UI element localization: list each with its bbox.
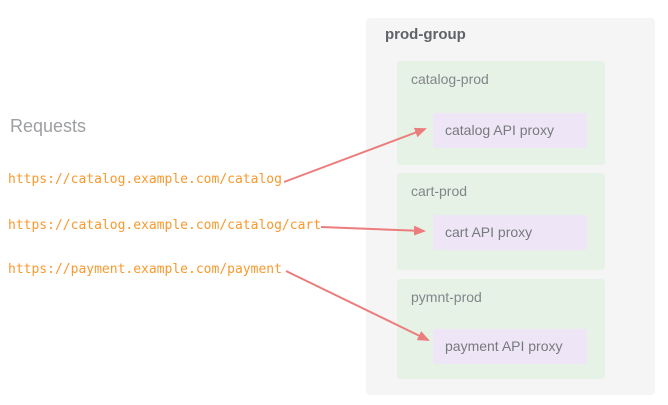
env-label-cart-prod: cart-prod [411, 183, 468, 199]
proxy-box-catalog-api: catalog API proxy [433, 113, 587, 148]
env-box-pymnt-prod: pymnt-prod payment API proxy [397, 279, 605, 379]
env-label-pymnt-prod: pymnt-prod [411, 289, 482, 305]
request-url-catalog-cart: https://catalog.example.com/catalog/cart [8, 218, 322, 233]
prod-group-container: prod-group catalog-prod catalog API prox… [366, 18, 655, 395]
request-url-payment: https://payment.example.com/payment [8, 262, 282, 277]
requests-heading: Requests [10, 116, 87, 136]
env-box-catalog-prod: catalog-prod catalog API proxy [397, 61, 605, 165]
proxy-box-cart-api: cart API proxy [433, 215, 587, 250]
request-url-catalog: https://catalog.example.com/catalog [8, 172, 282, 187]
proxy-box-payment-api: payment API proxy [433, 329, 587, 364]
env-label-catalog-prod: catalog-prod [411, 71, 489, 87]
env-box-cart-prod: cart-prod cart API proxy [397, 173, 605, 270]
group-title: prod-group [385, 26, 466, 43]
